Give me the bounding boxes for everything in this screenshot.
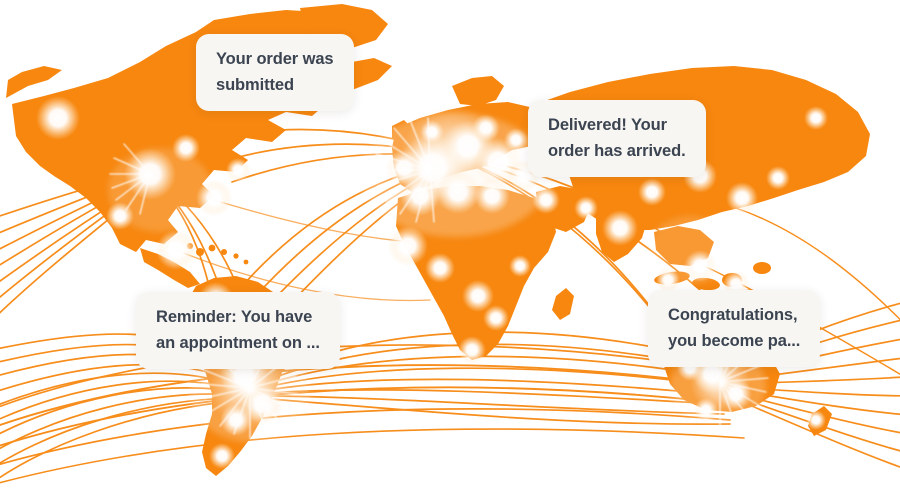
glow-haze [108,113,766,442]
notification-line-1: Congratulations, [668,306,798,324]
region-madagascar [552,288,574,320]
notification-line-2: an appointment on ... [156,334,320,352]
notification-bubble-appointment-reminder[interactable]: Reminder: You have an appointment on ... [136,292,340,369]
notification-line-1: Reminder: You have [156,308,313,326]
notification-bubble-order-submitted[interactable]: Your order was submitted [196,34,354,111]
region-alaska [6,66,62,98]
notification-line-2: you become pa... [668,332,801,350]
notification-line-2: order has arrived. [548,142,686,160]
notification-bubble-order-delivered[interactable]: Delivered! Your order has arrived. [528,100,706,177]
notification-line-2: submitted [216,76,294,94]
notification-line-1: Your order was [216,50,334,68]
notification-bubble-membership-congrats[interactable]: Congratulations, you become pa... [648,290,821,367]
region-japan [818,140,842,170]
region-scandinavia [452,76,504,106]
notification-line-1: Delivered! Your [548,116,667,134]
